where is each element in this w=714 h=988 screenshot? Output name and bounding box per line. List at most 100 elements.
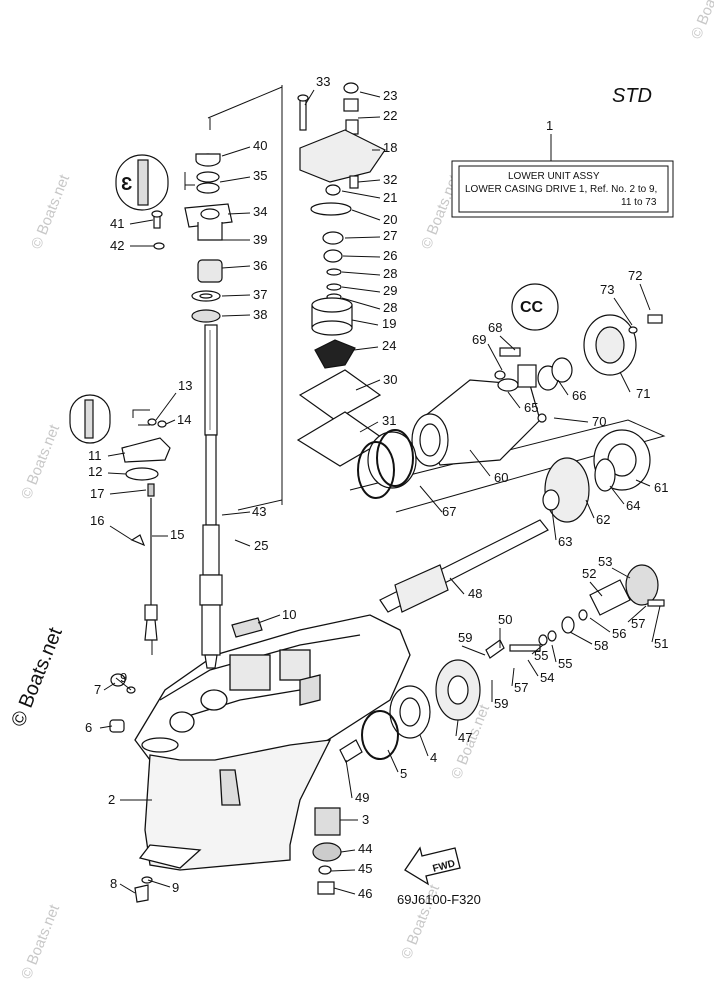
watermark-text: © Boats.net	[18, 901, 64, 981]
callout-41: 41	[110, 216, 124, 231]
callout-27: 27	[383, 228, 397, 243]
leader-line	[351, 209, 381, 221]
watermark-dark: © Boats.net	[7, 624, 67, 730]
leader-line	[651, 605, 661, 643]
callout-28: 28	[383, 266, 397, 281]
callout-19: 19	[382, 316, 396, 331]
leader-line	[333, 887, 356, 895]
assy-line2: LOWER CASING DRIVE 1, Ref. No. 2 to 9,	[465, 184, 657, 195]
leader-line	[221, 294, 251, 297]
leader-line	[109, 525, 133, 541]
callout-1: 1	[546, 118, 553, 133]
callout-20: 20	[383, 212, 397, 227]
leader-line	[221, 314, 251, 317]
callout-44: 44	[358, 841, 372, 856]
watermark-text: © Boats.net	[18, 421, 64, 501]
leader-line	[449, 577, 465, 595]
callout-47: 47	[458, 730, 472, 745]
leader-line	[345, 759, 353, 799]
callout-52: 52	[582, 566, 596, 581]
callout-70: 70	[592, 414, 606, 429]
callout-64: 64	[626, 498, 640, 513]
callout-62: 62	[596, 512, 610, 527]
callout-35: 35	[253, 168, 267, 183]
leader-line	[257, 614, 281, 624]
callout-17: 17	[90, 486, 104, 501]
leader-line	[107, 452, 126, 457]
leader-line	[359, 421, 379, 433]
leader-line	[221, 265, 251, 269]
leader-line	[341, 297, 381, 310]
callout-67: 67	[442, 504, 456, 519]
variant-label: STD	[612, 85, 652, 107]
leader-line	[589, 617, 611, 633]
leader-line	[234, 539, 251, 547]
leader-line	[589, 581, 603, 597]
callout-59: 59	[458, 630, 472, 645]
callout-69: 69	[472, 332, 486, 347]
callout-68: 68	[488, 320, 502, 335]
callout-56: 56	[612, 626, 626, 641]
callout-22: 22	[383, 108, 397, 123]
leader-line	[585, 499, 595, 519]
callout-12: 12	[88, 464, 102, 479]
leader-line	[359, 91, 381, 98]
leader-line	[619, 371, 631, 393]
callout-6: 6	[85, 720, 92, 735]
callout-32: 32	[383, 172, 397, 187]
leader-line	[99, 725, 113, 729]
leader-line	[551, 644, 557, 663]
leader-line	[342, 255, 381, 258]
seal-inset: Ɛ CC	[69, 154, 559, 444]
leader-line	[627, 605, 647, 623]
callout-10: 10	[282, 607, 296, 622]
callout-14: 14	[177, 412, 191, 427]
callout-57: 57	[631, 616, 645, 631]
callout-33: 33	[316, 74, 330, 89]
callout-71: 71	[636, 386, 650, 401]
leader-line	[531, 644, 544, 655]
callout-59: 59	[494, 696, 508, 711]
leader-line	[227, 212, 251, 215]
leader-line	[461, 645, 486, 656]
leader-line	[487, 343, 503, 371]
leader-line	[353, 346, 379, 351]
assembly-box: 1 LOWER UNIT ASSY LOWER CASING DRIVE 1, …	[451, 118, 674, 218]
callout-2: 2	[108, 792, 115, 807]
callout-23: 23	[383, 88, 397, 103]
callout-3: 3	[362, 812, 369, 827]
callout-25: 25	[254, 538, 268, 553]
svg-text:CC: CC	[520, 299, 544, 316]
leader-line	[341, 271, 381, 276]
callout-63: 63	[558, 534, 572, 549]
callout-37: 37	[253, 287, 267, 302]
callout-15: 15	[170, 527, 184, 542]
callout-57: 57	[514, 680, 528, 695]
callout-24: 24	[382, 338, 396, 353]
leader-line	[551, 509, 557, 541]
leader-line	[341, 190, 381, 199]
leader-line	[304, 89, 315, 106]
svg-text:Ɛ: Ɛ	[121, 174, 132, 194]
leader-line	[351, 319, 379, 326]
leader-line	[557, 379, 569, 396]
callout-43: 43	[252, 504, 266, 519]
assy-line3: 11 to 73	[621, 197, 657, 208]
leader-line	[507, 391, 521, 409]
leader-line	[119, 883, 136, 894]
callout-28: 28	[383, 300, 397, 315]
callout-39: 39	[253, 232, 267, 247]
leader-line	[499, 335, 516, 351]
leader-line	[103, 682, 116, 691]
callout-72: 72	[628, 268, 642, 283]
callout-61: 61	[654, 480, 668, 495]
leader-line	[340, 849, 356, 853]
leader-line	[109, 489, 147, 495]
callout-16: 16	[90, 513, 104, 528]
leader-line	[107, 472, 127, 475]
leader-line	[341, 286, 381, 293]
leader-line	[455, 719, 459, 737]
leader-line	[511, 667, 515, 687]
callout-34: 34	[253, 204, 267, 219]
callout-60: 60	[494, 470, 508, 485]
